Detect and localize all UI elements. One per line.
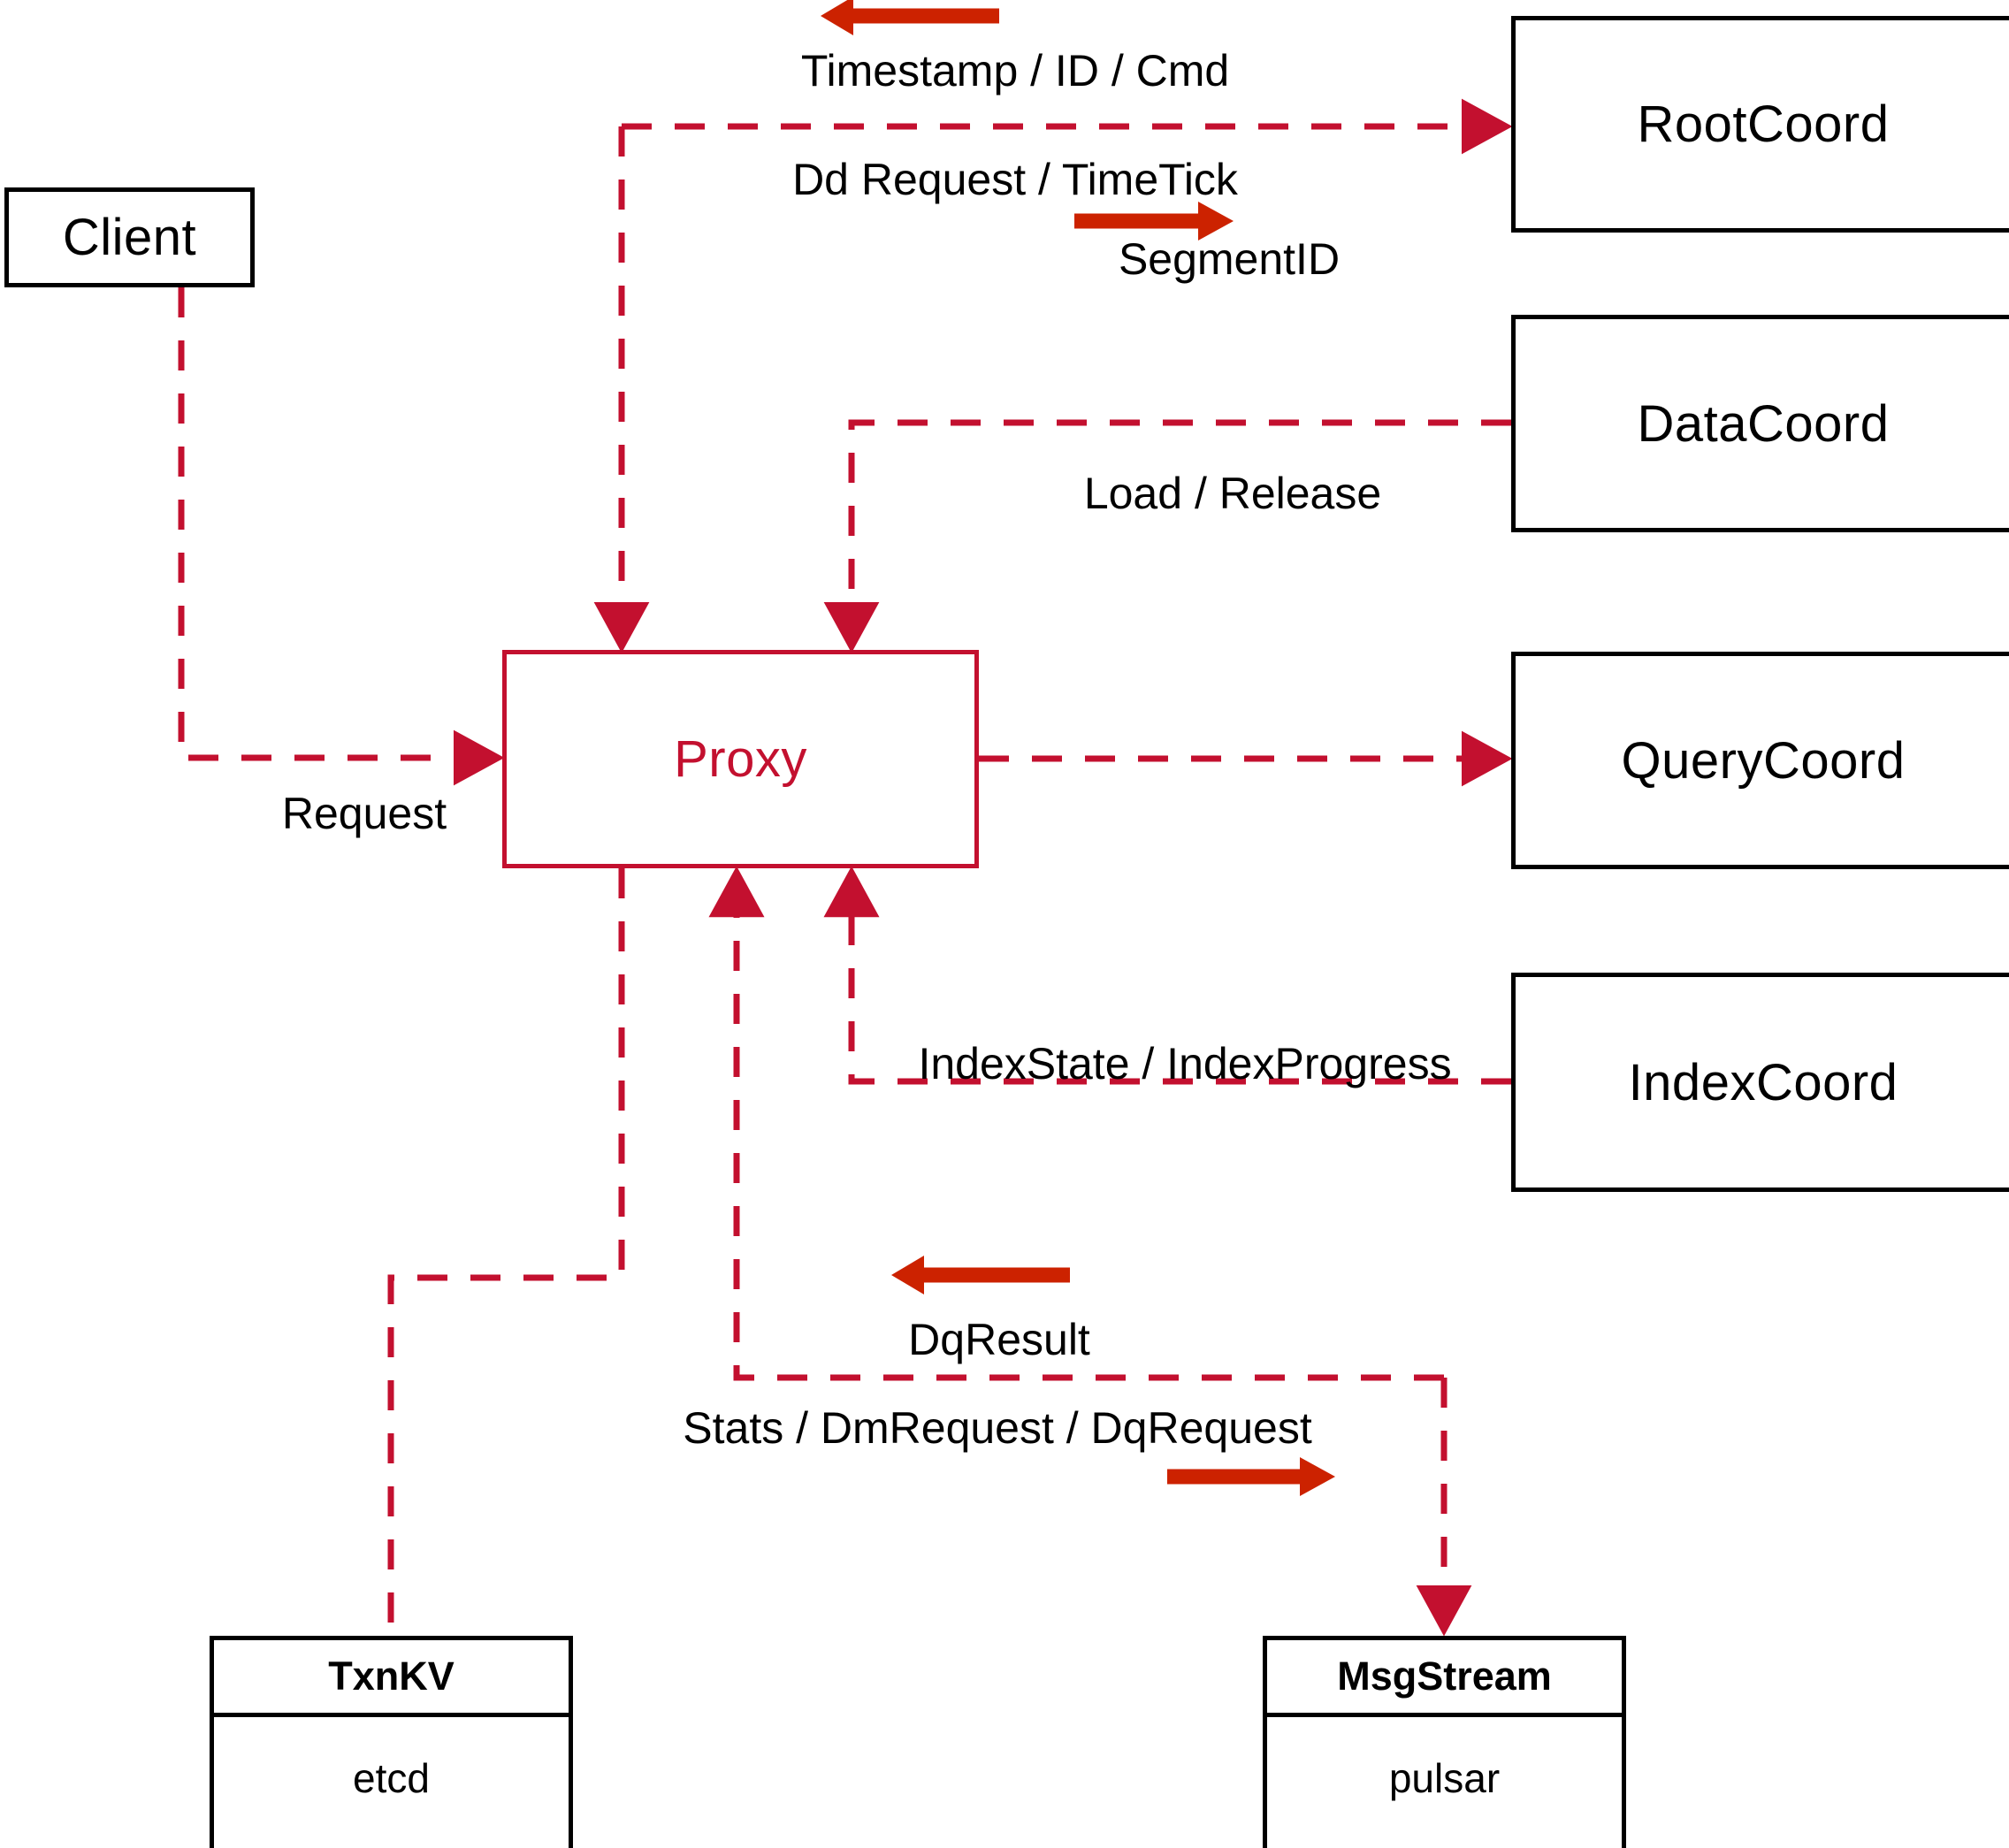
edge-label-timestamp-id-cmd: Timestamp / ID / Cmd (800, 46, 1230, 95)
node-txnkv-impl: etcd (353, 1755, 430, 1801)
edge-label-stats-dm-dq-request: Stats / DmRequest / DqRequest (683, 1403, 1312, 1453)
edge-msgstream-proxy (708, 866, 1444, 1381)
annotation-arrow-left-bottom (891, 1256, 1070, 1294)
annotation-arrow-right-bottom (1167, 1457, 1335, 1496)
edge-proxy-txnkv (387, 868, 625, 1636)
edge-label-dq-result: DqResult (908, 1315, 1090, 1364)
node-rootcoord-label: RootCoord (1637, 95, 1890, 153)
node-proxy[interactable]: Proxy (502, 650, 979, 868)
node-datacoord[interactable]: DataCoord (1511, 315, 2009, 532)
node-querycoord-label: QueryCoord (1621, 731, 1906, 790)
node-indexcoord[interactable]: IndexCoord (1511, 973, 2009, 1192)
node-txnkv[interactable]: TxnKV etcd (210, 1636, 573, 1848)
node-client[interactable]: Client (4, 187, 255, 287)
node-msgstream-impl: pulsar (1388, 1755, 1501, 1801)
node-proxy-label: Proxy (674, 730, 807, 788)
edge-label-segment-id: SegmentID (1118, 234, 1341, 284)
node-rootcoord[interactable]: RootCoord (1511, 16, 2009, 233)
edge-label-request: Request (281, 789, 447, 838)
edge-label-load-release: Load / Release (1083, 469, 1382, 518)
node-msgstream-title: MsgStream (1267, 1640, 1622, 1717)
node-datacoord-label: DataCoord (1637, 394, 1890, 453)
node-msgstream[interactable]: MsgStream pulsar (1263, 1636, 1626, 1848)
edge-label-dd-request-timetick: Dd Request / TimeTick (792, 155, 1238, 204)
node-client-label: Client (62, 209, 197, 266)
node-querycoord[interactable]: QueryCoord (1511, 652, 2009, 869)
node-indexcoord-label: IndexCoord (1628, 1053, 1898, 1111)
edge-client-proxy (178, 287, 505, 786)
annotation-arrow-left-top (821, 0, 999, 35)
edge-label-index-state-progress: IndexState / IndexProgress (918, 1039, 1452, 1088)
edge-datacoord-proxy (823, 419, 1511, 653)
node-txnkv-title: TxnKV (214, 1640, 569, 1717)
